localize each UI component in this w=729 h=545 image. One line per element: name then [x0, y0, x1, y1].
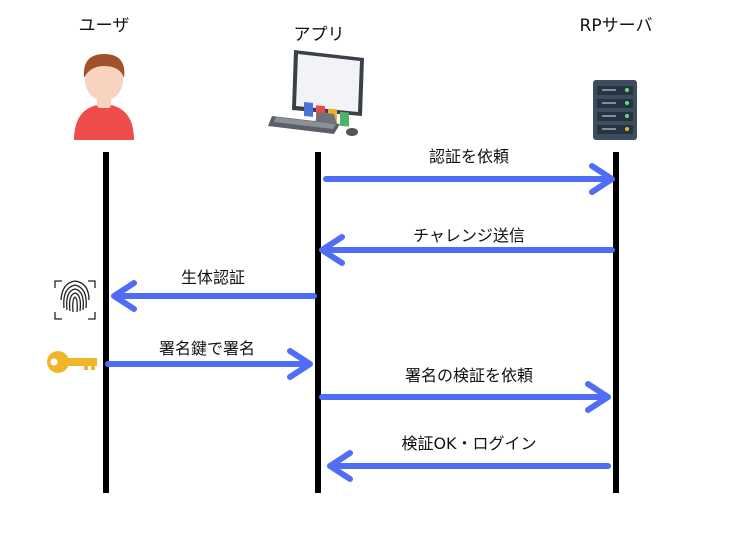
server-icon [593, 80, 637, 140]
actor-label-app: アプリ [294, 25, 345, 45]
message-label-2: チャレンジ送信 [413, 226, 525, 245]
actor-label-user: ユーザ [79, 16, 130, 36]
person-icon [74, 54, 134, 140]
computer-icon [268, 50, 364, 136]
message-label-3: 生体認証 [181, 268, 245, 287]
message-arrow-3 [111, 280, 317, 312]
message-label-4: 署名鍵で署名 [159, 339, 255, 358]
message-arrow-1 [323, 163, 615, 195]
message-arrow-4 [105, 348, 313, 380]
message-label-1: 認証を依頼 [429, 147, 509, 166]
actor-label-rp: RPサーバ [580, 16, 653, 36]
fingerprint-icon [54, 280, 96, 320]
message-label-6: 検証OK・ログイン [401, 434, 536, 453]
message-arrow-2 [319, 234, 615, 266]
message-arrow-5 [319, 381, 611, 413]
message-arrow-6 [327, 450, 611, 482]
message-label-5: 署名の検証を依頼 [405, 366, 533, 385]
key-icon [47, 351, 97, 373]
